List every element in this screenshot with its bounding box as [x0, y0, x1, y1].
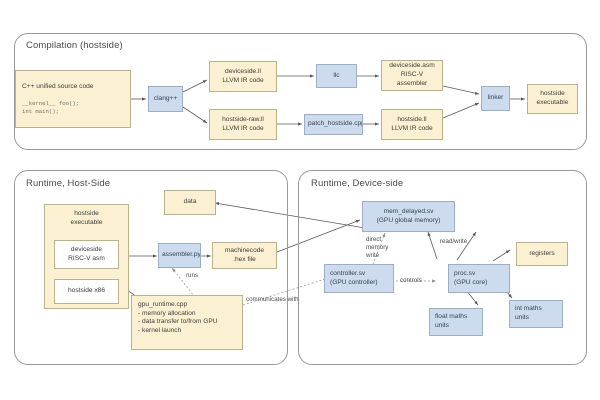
- edge-label-direct-memory-write: direct memory write: [366, 236, 389, 260]
- cpp-source-code-1: __kernel__ foo();: [22, 100, 80, 108]
- node-proc[interactable]: proc.sv (GPU core): [448, 264, 510, 293]
- node-deviceside-riscv-asm[interactable]: deviceside RISC-V asm: [54, 240, 119, 269]
- float-maths-line1: float maths: [435, 313, 468, 321]
- linker-label: linker: [487, 94, 504, 102]
- node-assembler[interactable]: assembler.py: [158, 243, 201, 268]
- data-label: data: [183, 198, 197, 206]
- hostside-exe-group-line1: hostside: [74, 210, 99, 217]
- deviceside-asm-line2: RISC-V assembler: [396, 71, 428, 87]
- panel-runtime-host: [14, 170, 288, 365]
- cpp-source-code-2: int main();: [22, 107, 59, 115]
- edge-label-read-write: read/write: [440, 238, 468, 245]
- node-controller[interactable]: controller.sv (GPU controller): [324, 264, 394, 293]
- registers-label: registers: [529, 249, 555, 257]
- deviceside-riscv-line2: RISC-V asm: [68, 254, 105, 262]
- hostside-raw-ll-line1: hostside-raw.ll: [222, 115, 264, 123]
- controller-line1: controller.sv: [330, 269, 366, 277]
- gpu-runtime-bullet-1: - data transfer to/from GPU: [138, 318, 218, 326]
- mem-delayed-line2: (GPU global memory): [376, 216, 441, 224]
- deviceside-ll-line2: LLVM IR code: [222, 76, 264, 84]
- proc-line2: (GPU core): [454, 278, 488, 286]
- gpu-runtime-bullet-0: - memory allocation: [138, 309, 196, 317]
- deviceside-asm-line1: deviceside.asm: [389, 62, 435, 70]
- edge-label-communicates-with: communicates with: [246, 296, 299, 303]
- panel-compilation: [14, 33, 587, 150]
- node-int-maths-units[interactable]: int maths units: [509, 300, 563, 328]
- node-hostside-raw-ll[interactable]: hostside-raw.ll LLVM IR code: [209, 109, 277, 140]
- panel-compilation-title: Compilation (hostside): [26, 40, 123, 51]
- hostside-raw-ll-line2: LLVM IR code: [222, 124, 264, 132]
- llc-label: llc: [333, 71, 340, 79]
- node-data[interactable]: data: [164, 190, 216, 215]
- int-maths-line2: units: [515, 314, 529, 321]
- node-cpp-source[interactable]: C++ unified source code __kernel__ foo()…: [15, 70, 131, 128]
- node-clang[interactable]: clang++: [148, 86, 183, 112]
- int-maths-line1: int maths: [515, 305, 542, 313]
- node-linker[interactable]: linker: [481, 86, 510, 111]
- cpp-source-title: C++ unified source code: [22, 82, 94, 90]
- hostside-exe-group-line2: executable: [70, 218, 103, 226]
- mem-delayed-line1: mem_delayed.sv: [383, 207, 434, 215]
- float-maths-line2: units: [435, 322, 449, 329]
- node-patch-hostside[interactable]: patch_hostside.cpp: [304, 114, 363, 135]
- gpu-runtime-title: gpu_runtime.cpp: [138, 301, 188, 308]
- hostside-ll-line1: hostside.ll: [397, 115, 427, 123]
- hostside-x86-label: hostside x86: [67, 287, 106, 295]
- panel-runtime-device: [298, 170, 587, 365]
- node-float-maths-units[interactable]: float maths units: [429, 308, 483, 336]
- node-llc[interactable]: llc: [316, 64, 357, 88]
- node-hostside-ll[interactable]: hostside.ll LLVM IR code: [381, 109, 443, 140]
- controller-line2: (GPU controller): [330, 278, 378, 286]
- clang-label: clang++: [153, 94, 178, 102]
- node-registers[interactable]: registers: [516, 242, 568, 266]
- hostside-ll-line2: LLVM IR code: [391, 124, 433, 132]
- node-deviceside-ll[interactable]: deviceside.ll LLVM IR code: [209, 61, 277, 92]
- node-hostside-executable-compiled[interactable]: hostside executable: [527, 84, 578, 114]
- deviceside-ll-line1: deviceside.ll: [225, 67, 261, 75]
- panel-runtime-device-title: Runtime, Device-side: [311, 178, 404, 189]
- panel-runtime-host-title: Runtime, Host-Side: [26, 178, 111, 189]
- machinecode-line2: .hex file: [233, 255, 256, 263]
- node-deviceside-asm[interactable]: deviceside.asm RISC-V assembler: [381, 60, 443, 91]
- edge-label-controls: controls: [400, 277, 422, 284]
- edge-label-runs: runs: [186, 272, 199, 279]
- deviceside-riscv-line1: deviceside: [70, 245, 103, 253]
- hostside-exe-line1: hostside: [540, 90, 565, 98]
- node-machinecode[interactable]: machinecode .hex file: [212, 242, 277, 269]
- proc-line1: proc.sv: [454, 269, 476, 277]
- node-gpu-runtime[interactable]: gpu_runtime.cpp - memory allocation - da…: [131, 295, 243, 350]
- node-mem-delayed[interactable]: mem_delayed.sv (GPU global memory): [362, 201, 455, 232]
- machinecode-line1: machinecode: [224, 246, 265, 254]
- gpu-runtime-bullet-2: - kernel launch: [138, 327, 182, 335]
- assembler-label: assembler.py: [162, 251, 201, 259]
- patch-hostside-label: patch_hostside.cpp: [308, 120, 363, 128]
- hostside-exe-line2: executable: [536, 99, 569, 106]
- node-hostside-x86[interactable]: hostside x86: [54, 279, 119, 304]
